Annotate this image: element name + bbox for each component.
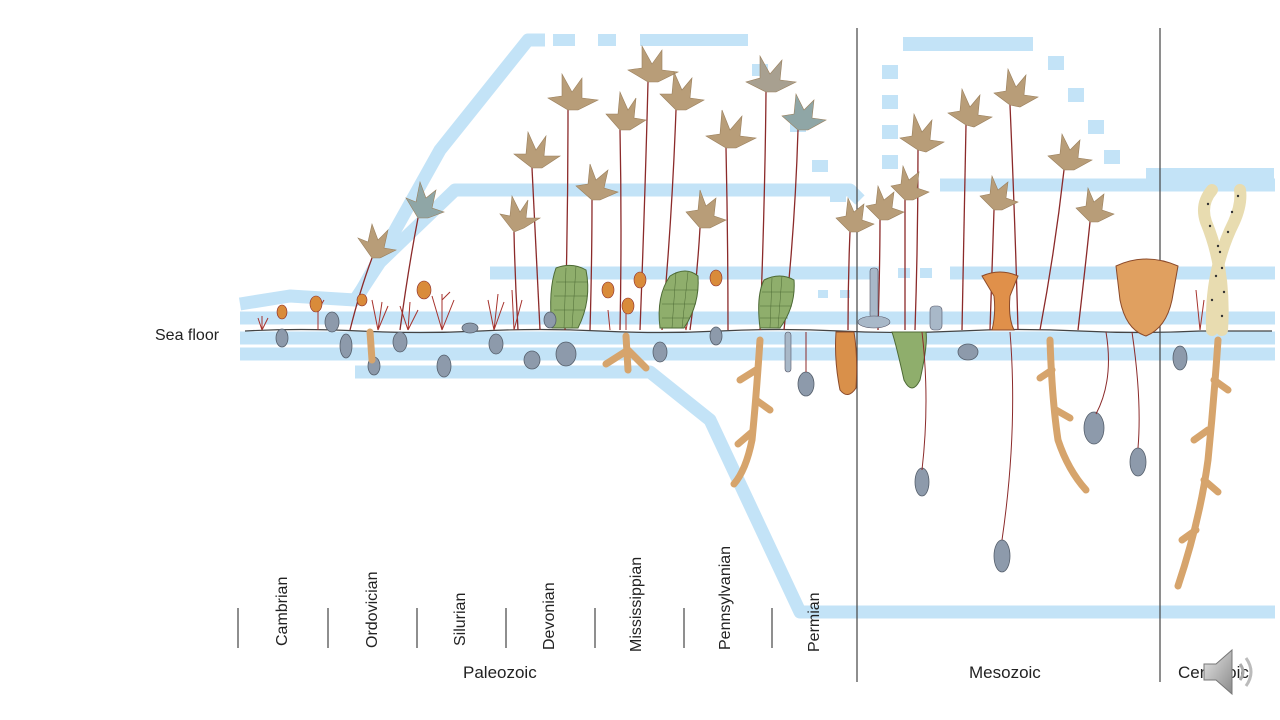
burrows [366,328,1232,590]
period-mississippian: Mississippian [628,556,645,652]
sponges [835,258,1179,395]
crinoid-crowns [357,44,1115,259]
period-permian: Permian [806,592,823,652]
band-top [349,33,545,306]
period-ordovician: Ordovician [364,571,381,648]
cystoids [276,269,723,320]
era-paleozoic: Paleozoic [463,663,537,682]
period-ticks [237,608,773,648]
shell-stalks [805,331,1140,541]
band-dashes [553,34,1274,298]
band-deep [355,365,1275,619]
coral-dots [1206,194,1240,318]
shells [275,311,1188,573]
bryozoans [550,264,927,389]
sea-floor-label: Sea floor [155,327,220,344]
speaker-icon[interactable] [1198,642,1262,702]
dotted-coral [1198,184,1247,336]
era-dividers [856,28,1161,682]
era-mesozoic: Mesozoic [969,663,1041,682]
tier-bands [238,33,1275,619]
period-silurian: Silurian [452,592,469,646]
period-pennsylvanian: Pennsylvanian [717,545,734,650]
period-cambrian: Cambrian [274,576,291,646]
bryozoan-grid [554,265,794,329]
disc-stacks [784,267,943,373]
period-devonian: Devonian [541,582,558,650]
